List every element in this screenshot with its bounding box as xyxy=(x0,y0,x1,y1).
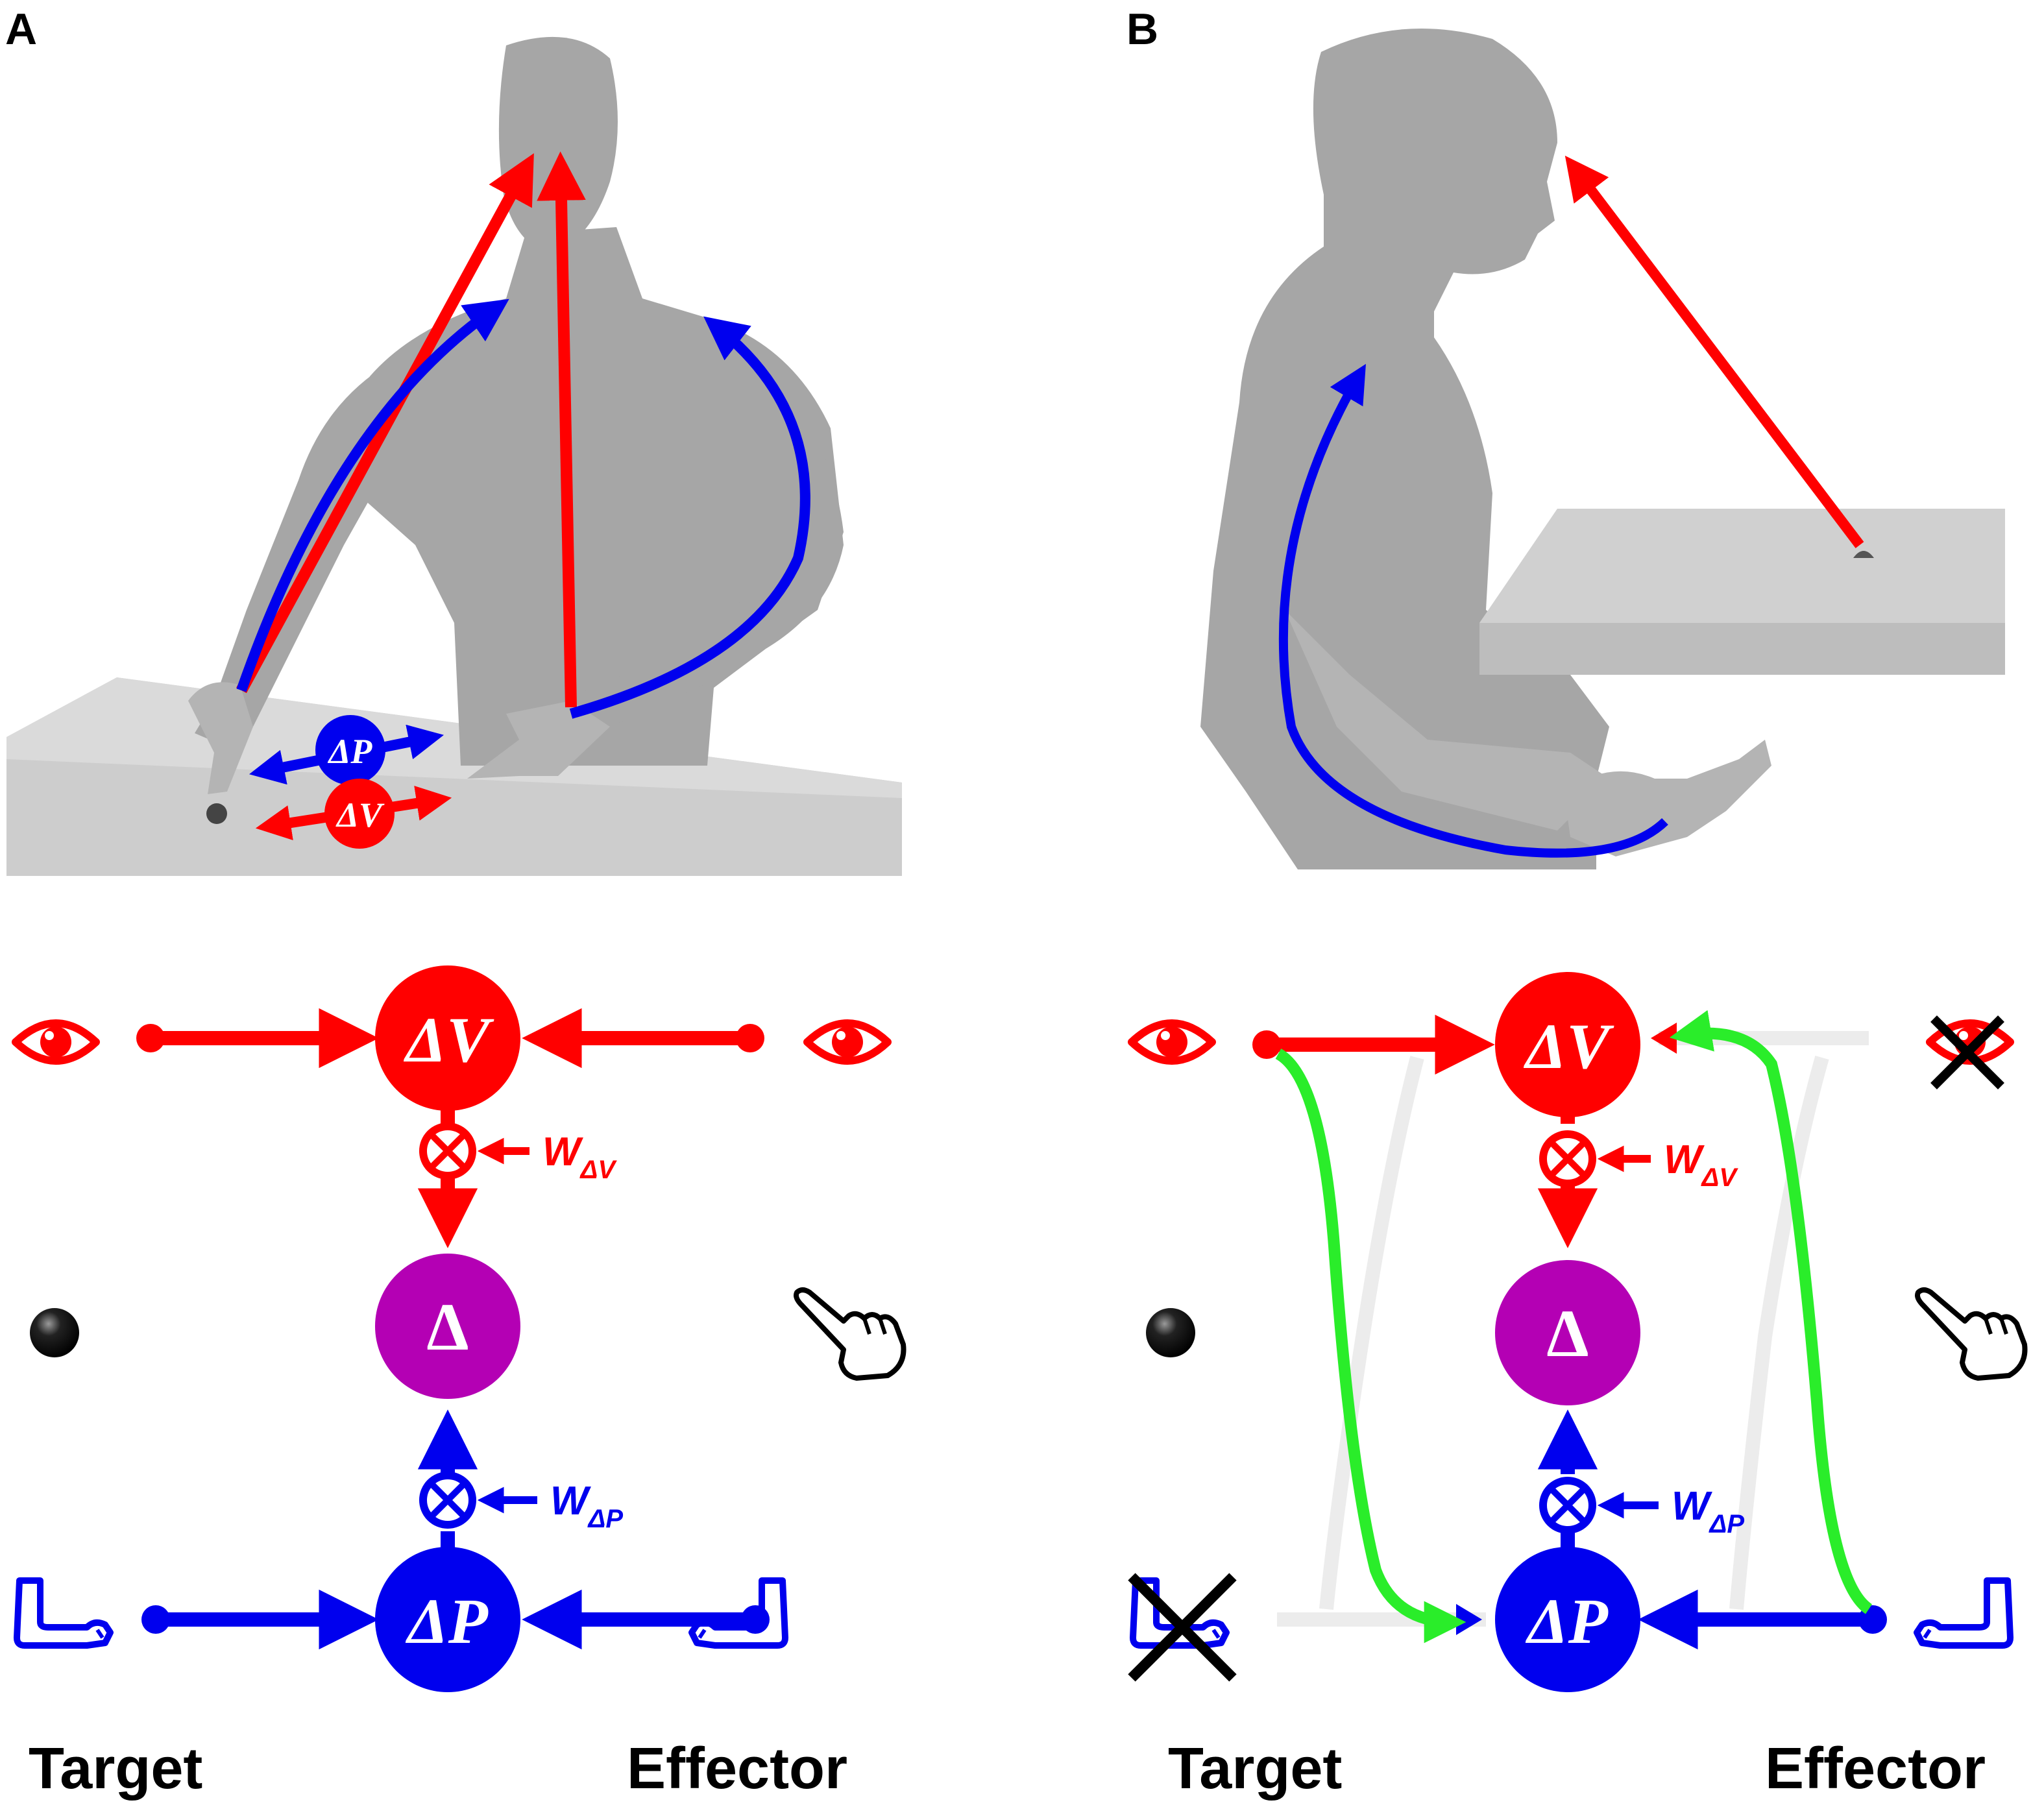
delta-node-label: Δ xyxy=(426,1290,468,1365)
multiply-node-visual xyxy=(419,1122,476,1180)
delta-p-node-label: ΔP xyxy=(405,1585,489,1657)
illustration-b xyxy=(1200,29,2005,869)
target-dot xyxy=(206,803,227,824)
delta-v-node xyxy=(1495,972,1640,1117)
delta-node xyxy=(375,1254,520,1399)
pointing-hand-icon xyxy=(796,1290,904,1378)
arm-icon xyxy=(1917,1581,2010,1645)
illustration-a: ΔP ΔV xyxy=(6,36,902,876)
diagram-b: WΔV WΔP ΔV Δ ΔP Target Effector xyxy=(1132,972,2025,1801)
visual-arrow-target-to-eye xyxy=(236,153,534,694)
weight-v-label: WΔV xyxy=(1664,1137,1738,1192)
delta-v-bubble-label: ΔV xyxy=(335,795,385,834)
delta-v-bubble xyxy=(324,779,395,849)
person-silhouette xyxy=(1200,29,1771,869)
proprio-arrow-effector-arm xyxy=(569,316,810,719)
multiply-node-proprio xyxy=(419,1472,476,1529)
visual-input-origin xyxy=(136,1024,165,1052)
ball-icon xyxy=(1146,1308,1195,1357)
delta-v-node-label: ΔV xyxy=(403,1004,494,1076)
transfer-path-visual-to-proprio xyxy=(1275,1049,1466,1644)
weight-p-label: WΔP xyxy=(1672,1484,1744,1538)
effector-label: Effector xyxy=(627,1736,847,1801)
cross-icon xyxy=(1128,1573,1237,1682)
delta-node xyxy=(1495,1260,1640,1405)
person-silhouette xyxy=(188,36,844,794)
target-label: Target xyxy=(29,1736,202,1801)
diagram-a: WΔV WΔP ΔV Δ ΔP Target Effector xyxy=(16,965,904,1801)
panel-b-letter: B xyxy=(1126,5,1158,54)
visual-input-origin xyxy=(1252,1030,1281,1059)
reconstructed-visual-arrowhead xyxy=(1651,1023,1677,1054)
delta-p-bubble xyxy=(315,715,385,785)
visual-input-origin xyxy=(736,1024,764,1052)
eye-icon xyxy=(16,1023,96,1061)
weight-v-label: WΔV xyxy=(542,1130,617,1184)
table-edge xyxy=(1479,623,2005,675)
multiply-node-proprio xyxy=(1539,1477,1596,1534)
panel-a: A ΔP xyxy=(5,5,904,1801)
delta-v-node xyxy=(375,965,520,1111)
reconstructed-proprio-arrowhead xyxy=(1456,1604,1482,1635)
multiply-node-visual xyxy=(1539,1130,1596,1187)
eye-icon xyxy=(1132,1023,1212,1061)
delta-p-node xyxy=(1495,1547,1640,1692)
weight-p-label: WΔP xyxy=(550,1479,623,1533)
eye-icon xyxy=(807,1023,888,1061)
table-surface xyxy=(1479,509,2005,623)
delta-p-node xyxy=(375,1547,520,1692)
proprio-arrow-target-arm xyxy=(236,298,509,692)
delta-p-bubble-label: ΔP xyxy=(328,732,373,771)
transfer-path-proprio-to-visual xyxy=(1669,1010,1873,1614)
ball-icon xyxy=(30,1308,79,1357)
cross-icon xyxy=(1930,1015,2004,1089)
target-dot xyxy=(1853,551,1874,558)
visual-arrow-effector-to-eye xyxy=(537,151,586,708)
proprio-input-origin xyxy=(741,1605,770,1634)
effector-label: Effector xyxy=(1765,1736,1986,1801)
arm-icon xyxy=(17,1581,110,1645)
panel-b: B xyxy=(1126,5,2025,1801)
delta-v-node-label: ΔV xyxy=(1523,1010,1614,1082)
target-label: Target xyxy=(1168,1736,1342,1801)
panel-a-letter: A xyxy=(5,5,37,54)
proprio-input-origin xyxy=(141,1605,170,1634)
proprio-arrow-effector-arm xyxy=(1278,363,1668,858)
visual-arrow-target-to-eye xyxy=(1564,155,1864,548)
delta-p-node-label: ΔP xyxy=(1525,1585,1609,1657)
delta-node-label: Δ xyxy=(1546,1296,1588,1371)
pointing-hand-icon xyxy=(1917,1290,2025,1378)
